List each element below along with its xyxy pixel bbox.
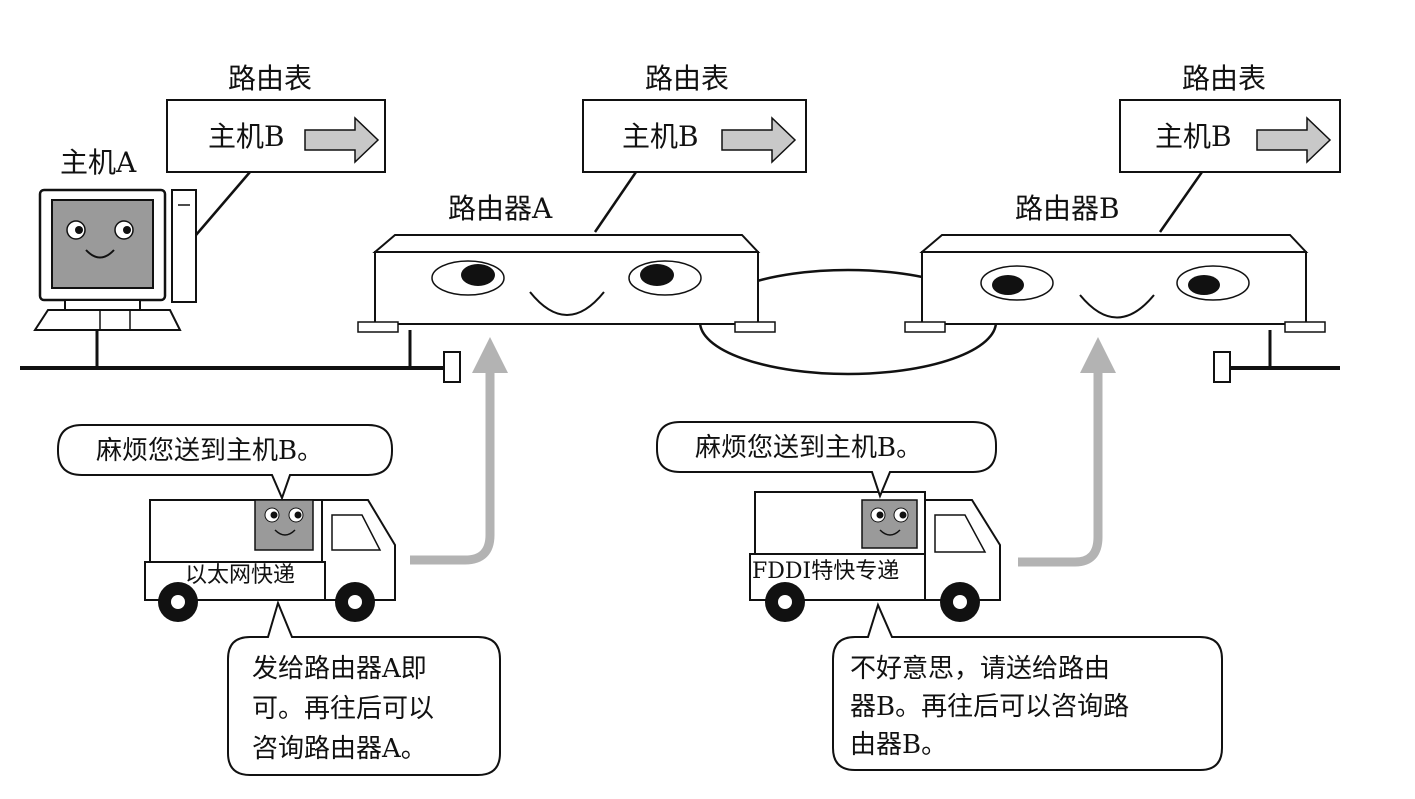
host-a-label: 主机A [60,146,137,179]
router-b [904,234,1326,333]
truck-ethernet-request-bubble [57,424,393,501]
routing-table-2-title: 路由表 [645,62,729,95]
truck-fddi-reply-line-3: 由器B。 [850,730,947,760]
router-b-label: 路由器B [1015,192,1120,225]
routing-table-1-arrow-icon [304,116,380,164]
host-a-table-connector [195,171,251,236]
truck-fddi-request-bubble [656,421,997,499]
ethernet-line-left [20,330,461,383]
routing-table-2-entry: 主机B [622,120,699,153]
router-a-table-connector [593,171,638,233]
truck-ethernet-reply-line-2: 可。再往后可以 [252,694,434,724]
forward-arrow-to-router-a [410,337,508,565]
truck-fddi-reply-line-2: 器B。再往后可以咨询路 [850,692,1129,722]
truck-fddi-reply-line-1: 不好意思，请送给路由 [850,654,1110,684]
forward-arrow-to-router-b [1018,337,1116,567]
truck-ethernet-label: 以太网快递 [185,563,295,588]
truck-fddi-request-text: 麻烦您送到主机B。 [695,433,922,463]
router-b-table-connector [1158,171,1204,233]
truck-ethernet-request-text: 麻烦您送到主机B。 [96,436,323,466]
truck-fddi-label: FDDI特快专递 [752,559,899,584]
router-a [357,234,776,333]
host-a-computer [33,188,197,331]
routing-table-3-title: 路由表 [1182,62,1266,95]
truck-fddi-reply-bubble [832,602,1223,771]
truck-ethernet-reply-bubble [227,599,501,776]
routing-table-1-title: 路由表 [228,62,312,95]
router-a-label: 路由器A [448,192,553,225]
routing-table-2-arrow-icon [721,116,797,164]
routing-table-3-entry: 主机B [1155,120,1232,153]
routing-table-1-entry: 主机B [208,120,285,153]
truck-ethernet-reply-line-3: 咨询路由器A。 [252,734,427,764]
routing-table-3-arrow-icon [1256,116,1332,164]
truck-ethernet [144,499,396,622]
ethernet-line-right [1213,330,1340,383]
truck-fddi [749,491,1001,622]
truck-ethernet-reply-line-1: 发给路由器A即 [252,654,427,684]
